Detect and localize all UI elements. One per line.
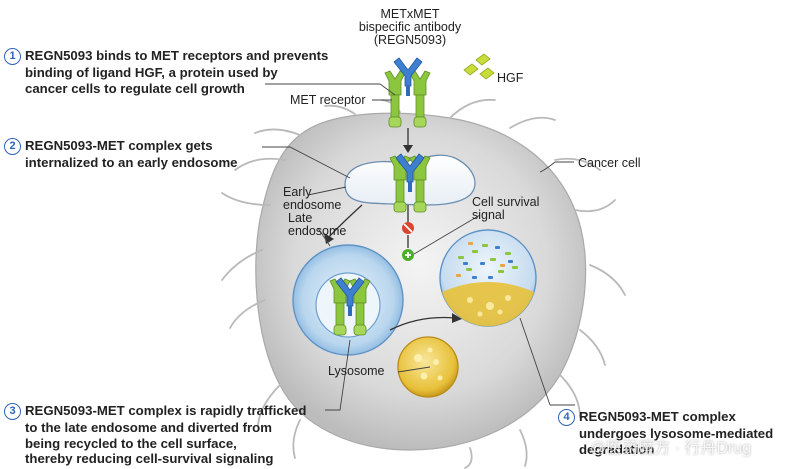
antibody-label-line-2: bispecific antibody	[358, 20, 462, 34]
step-3-line-1: REGN5093-MET complex is rapidly traffick…	[25, 403, 307, 418]
step-3-line-3: being recycled to the cell surface,	[25, 435, 237, 451]
step-3: 3 REGN5093-MET complex is rapidly traffic…	[4, 403, 306, 467]
step-4-line-3: degradation	[579, 441, 655, 457]
step-1-line-2: binding of ligand HGF, a protein used by	[25, 65, 278, 80]
step-3-line-4: thereby reducing cell-survival signaling	[25, 451, 274, 466]
endolysosome	[439, 229, 537, 327]
early-endosome-label-line-1: Early	[283, 185, 312, 199]
hgf-label: HGF	[497, 71, 524, 85]
step-3-line-2: to the late endosome and diverted from	[25, 420, 272, 435]
met-receptor-label: MET receptor	[290, 93, 366, 107]
survival-signal	[402, 222, 414, 261]
early-endosome-label: Early endosome	[283, 186, 341, 212]
early-endosome-label-line-2: endosome	[283, 198, 342, 212]
late-endosome-label-line-2: endosome	[288, 224, 347, 238]
step-4-line-1: REGN5093-MET complex	[579, 409, 736, 424]
watermark: @医药魔方 · 行舟Drug	[590, 440, 752, 457]
step-1-number: 1	[4, 48, 21, 65]
survival-signal-label-line-1: Cell survival	[472, 195, 540, 209]
step-4-number: 4	[558, 409, 575, 426]
step-1: 1 REGN5093 binds to MET receptors and pre…	[4, 48, 328, 96]
step-1-line-1: REGN5093 binds to MET receptors and prev…	[25, 48, 329, 63]
survival-signal-label-line-2: signal	[472, 208, 505, 222]
lysosome-label: Lysosome	[328, 364, 385, 378]
step-3-number: 3	[4, 403, 21, 420]
antibody-label: METxMET bispecific antibody (REGN5093)	[350, 8, 470, 47]
step-2-number: 2	[4, 138, 21, 155]
step-4-line-2: undergoes lysosome-mediated	[579, 426, 774, 441]
late-endosome	[292, 244, 404, 356]
step-4: 4 REGN5093-MET complex undergoes lysosome…	[558, 409, 773, 457]
step-2-line-1: REGN5093-MET complex gets	[25, 138, 213, 153]
cancer-cell	[221, 98, 626, 469]
step-2-line-2: internalized to an early endosome	[25, 155, 238, 170]
hgf-icon	[463, 53, 495, 80]
antibody-label-line-1: METxMET	[380, 7, 440, 21]
cancer-cell-label: Cancer cell	[578, 156, 641, 170]
survival-signal-label: Cell survival signal	[472, 196, 539, 222]
late-endosome-label: Late endosome	[288, 212, 346, 238]
late-endosome-label-line-1: Late	[288, 211, 313, 225]
leader-lines	[262, 83, 575, 411]
step-1-line-3: cancer cells to regulate cell growth	[25, 80, 245, 96]
early-endosome	[344, 153, 476, 213]
antibody-label-line-3: (REGN5093)	[373, 33, 447, 47]
step-2: 2 REGN5093-MET complex gets internalized …	[4, 138, 238, 171]
